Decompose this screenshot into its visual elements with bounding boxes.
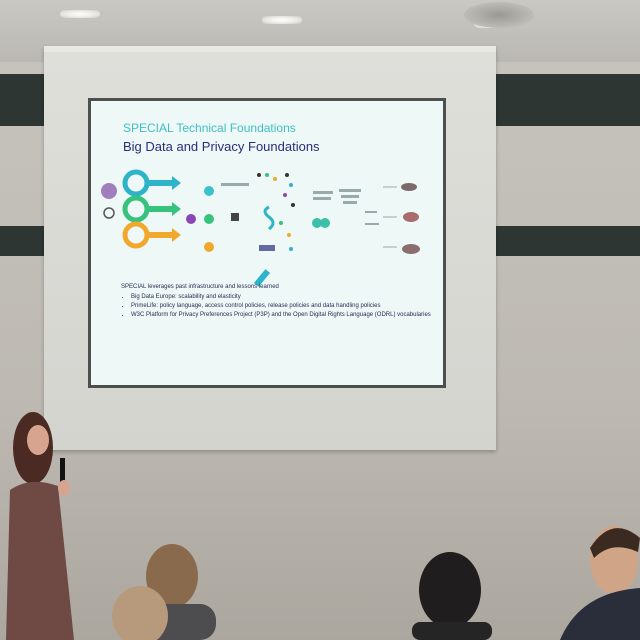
user-icon — [101, 183, 117, 199]
text-block — [365, 211, 377, 213]
slide-bullet: Big Data Europe: scalability and elastic… — [131, 293, 431, 301]
ceiling-light — [60, 10, 100, 18]
key-icon — [122, 221, 150, 249]
cloud-icon — [320, 218, 330, 228]
hair — [590, 528, 640, 558]
speaker-face — [27, 425, 49, 455]
speaker-hand — [58, 480, 70, 496]
ceiling-vent — [464, 2, 534, 28]
scale-icon — [263, 205, 275, 231]
key-icon — [122, 195, 150, 223]
slide-title: SPECIAL Technical Foundations — [123, 121, 296, 135]
data-dot — [279, 221, 283, 225]
data-dot — [289, 183, 293, 187]
head — [146, 544, 198, 608]
shoulders — [412, 622, 492, 640]
node-dot — [186, 214, 196, 224]
node-dot — [204, 214, 214, 224]
audience-member — [560, 526, 640, 640]
data-dot — [265, 173, 269, 177]
logo-icon — [259, 245, 275, 251]
cloud-icon — [312, 218, 322, 228]
speaker-dress — [6, 481, 74, 640]
data-dot — [289, 247, 293, 251]
arrow-icon — [148, 180, 172, 186]
slide-bullet: PrimeLife: policy language, access contr… — [131, 302, 431, 310]
text-block — [343, 201, 357, 204]
foundations-diagram — [101, 169, 420, 287]
text-block — [313, 191, 333, 194]
speaker — [6, 412, 74, 640]
arrow-icon — [172, 228, 181, 242]
data-dot — [287, 233, 291, 237]
bird-icon — [402, 244, 420, 254]
slide-subtitle: Big Data and Privacy Foundations — [123, 139, 320, 154]
data-dot — [257, 173, 261, 177]
head — [419, 552, 481, 628]
graph-label — [221, 183, 249, 186]
arrow-icon — [172, 176, 181, 190]
slide-bullet-list: Big Data Europe: scalability and elastic… — [121, 293, 431, 319]
node-dot — [204, 242, 214, 252]
audience-member — [112, 586, 168, 640]
text-block — [341, 195, 359, 198]
data-dot — [283, 193, 287, 197]
node-dot — [204, 186, 214, 196]
slide-intro: SPECIAL leverages past infrastructure an… — [121, 284, 279, 290]
data-dot — [285, 173, 289, 177]
projected-slide: SPECIAL Technical Foundations Big Data a… — [88, 98, 446, 388]
key-icon — [122, 169, 150, 197]
bird-icon — [403, 212, 419, 222]
text-block — [339, 189, 361, 192]
audience-member — [412, 552, 492, 640]
data-dot — [291, 203, 295, 207]
arrow-icon — [148, 206, 172, 212]
eye-icon — [103, 207, 115, 219]
text-block — [313, 197, 331, 200]
wrench-icon — [253, 269, 271, 287]
ceiling-light — [262, 16, 302, 24]
arrow-icon — [148, 232, 172, 238]
microphone-icon — [60, 458, 65, 484]
lock-icon — [231, 213, 239, 221]
bird-icon — [401, 183, 417, 191]
head — [112, 586, 168, 640]
slide-body: SPECIAL leverages past infrastructure an… — [121, 283, 431, 320]
text-block — [365, 223, 379, 225]
slide-bullet: W3C Platform for Privacy Preferences Pro… — [131, 311, 431, 319]
arrow-icon — [172, 202, 181, 216]
data-dot — [273, 177, 277, 181]
shoulders — [560, 588, 640, 640]
